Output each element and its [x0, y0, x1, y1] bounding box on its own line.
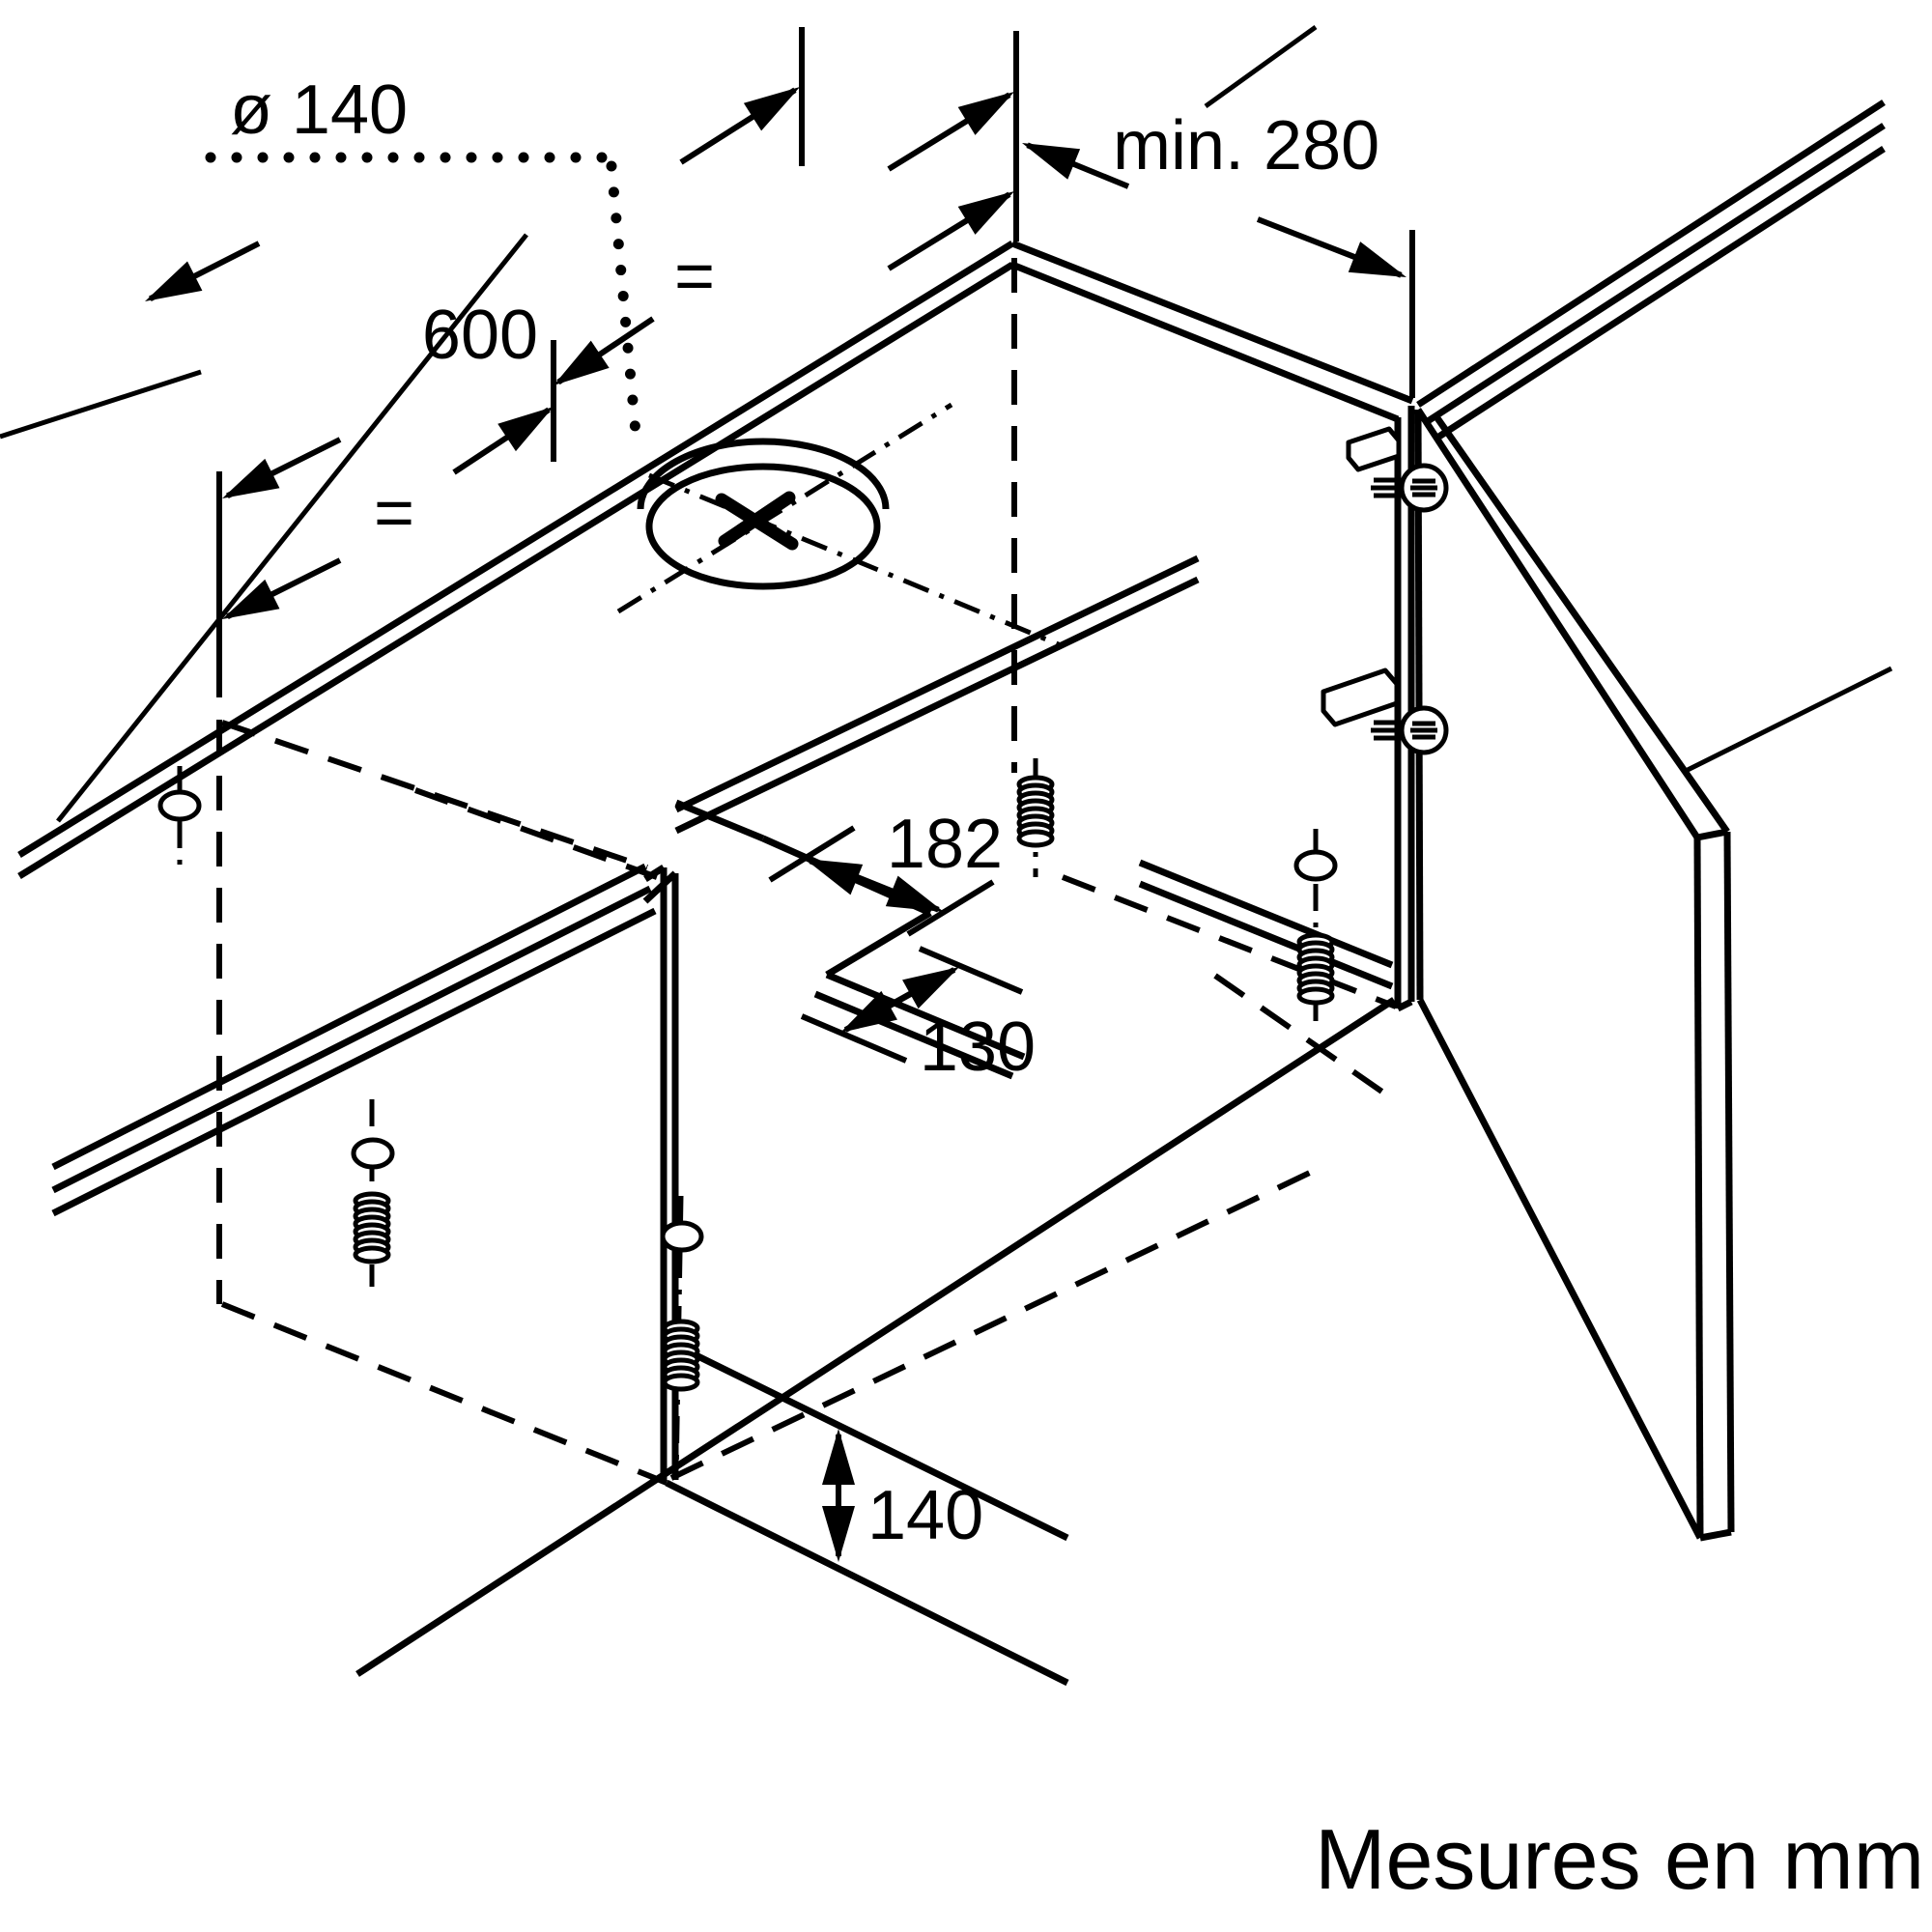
equal-top-label: = [674, 238, 715, 315]
spring-icon [665, 1321, 697, 1389]
hidden-lines [216, 258, 1398, 1486]
dimension-arrows [145, 87, 1406, 1562]
notch-width-label: 130 [920, 1009, 1036, 1086]
hole-icon [160, 792, 199, 819]
notch-depth-label: 182 [887, 806, 1003, 883]
hole-diameter-label: ø 140 [230, 71, 408, 149]
equal-left-label: = [374, 474, 414, 552]
min-depth-label: min. 280 [1113, 107, 1379, 185]
hole-icon [663, 1223, 701, 1250]
cabinet-width-label: 600 [422, 297, 538, 374]
spring-icon [1299, 935, 1332, 1003]
hole-icon [354, 1140, 392, 1167]
hinge-block-icon [1321, 668, 1400, 727]
mounting-hardware [160, 426, 1446, 1481]
hole-icon [1296, 852, 1335, 879]
vent-hole [616, 402, 1062, 648]
dimension-labels: ø 140 min. 280 600 = = 182 130 140 Mesur… [230, 71, 1924, 1907]
shelf-with-notch [674, 554, 1200, 1080]
extension-lines [216, 27, 1415, 1064]
spring-icon [355, 1194, 388, 1262]
units-note: Mesures en mm [1315, 1811, 1924, 1907]
hole-diameter-leader [205, 152, 641, 439]
spring-icon [1019, 778, 1052, 845]
door-panel [1414, 408, 1735, 1542]
hinge-block-icon [1346, 426, 1402, 472]
wall-context-lines [0, 24, 1893, 823]
hinge-screw-icon [1371, 708, 1446, 753]
cabinet-structure [17, 99, 1886, 1687]
hinge-screw-icon [1371, 466, 1446, 510]
front-height-label: 140 [867, 1477, 983, 1554]
